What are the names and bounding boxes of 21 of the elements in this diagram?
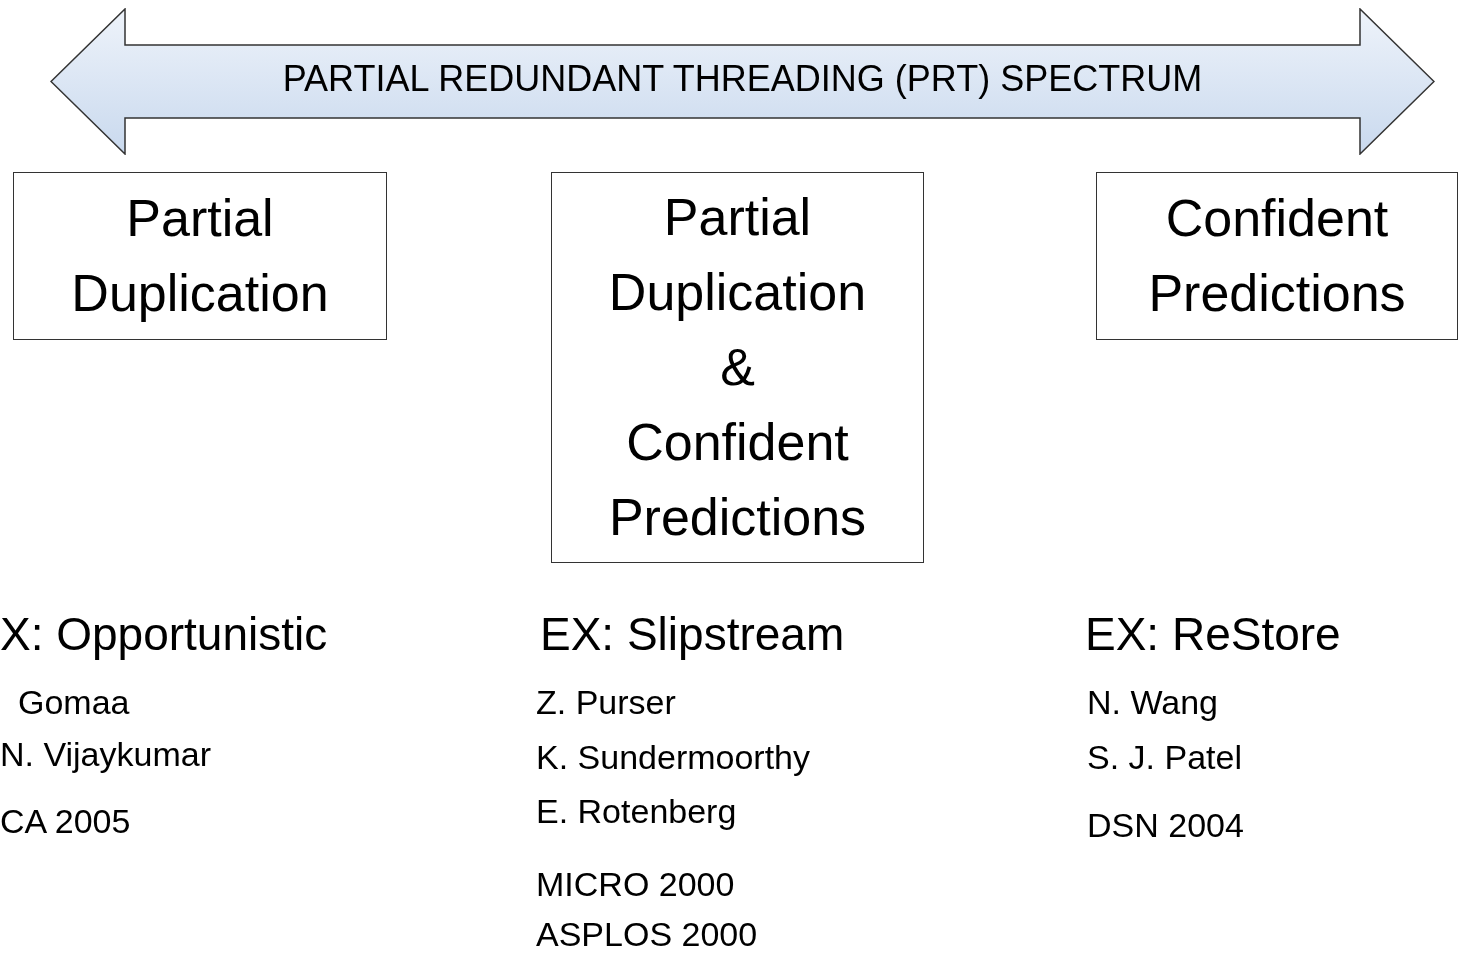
category-box <box>551 172 924 563</box>
author-name: S. J. Patel <box>1087 738 1242 778</box>
example-heading: X: Opportunistic <box>0 608 328 661</box>
spectrum-label: PARTIAL REDUNDANT THREADING (PRT) SPECTRUM <box>281 61 1204 97</box>
venue-label: MICRO 2000 <box>536 865 735 905</box>
author-name: Gomaa <box>18 683 130 723</box>
category-box <box>1096 172 1458 340</box>
author-name: K. Sundermoorthy <box>536 738 811 778</box>
author-name: E. Rotenberg <box>536 792 737 832</box>
example-heading: EX: ReStore <box>1085 608 1341 661</box>
category-label: Partial Duplication <box>71 188 329 324</box>
author-name: N. Vijaykumar <box>0 735 211 775</box>
author-name: N. Wang <box>1087 683 1218 723</box>
venue-label: CA 2005 <box>0 802 131 842</box>
category-label: Confident Predictions <box>1148 188 1406 324</box>
example-heading: EX: Slipstream <box>540 608 845 661</box>
venue-label: DSN 2004 <box>1087 806 1244 846</box>
category-label: Partial Duplication & Confident Predictions <box>608 187 867 548</box>
author-name: Z. Purser <box>536 683 676 723</box>
category-box <box>13 172 387 340</box>
venue-label: ASPLOS 2000 <box>536 915 758 955</box>
